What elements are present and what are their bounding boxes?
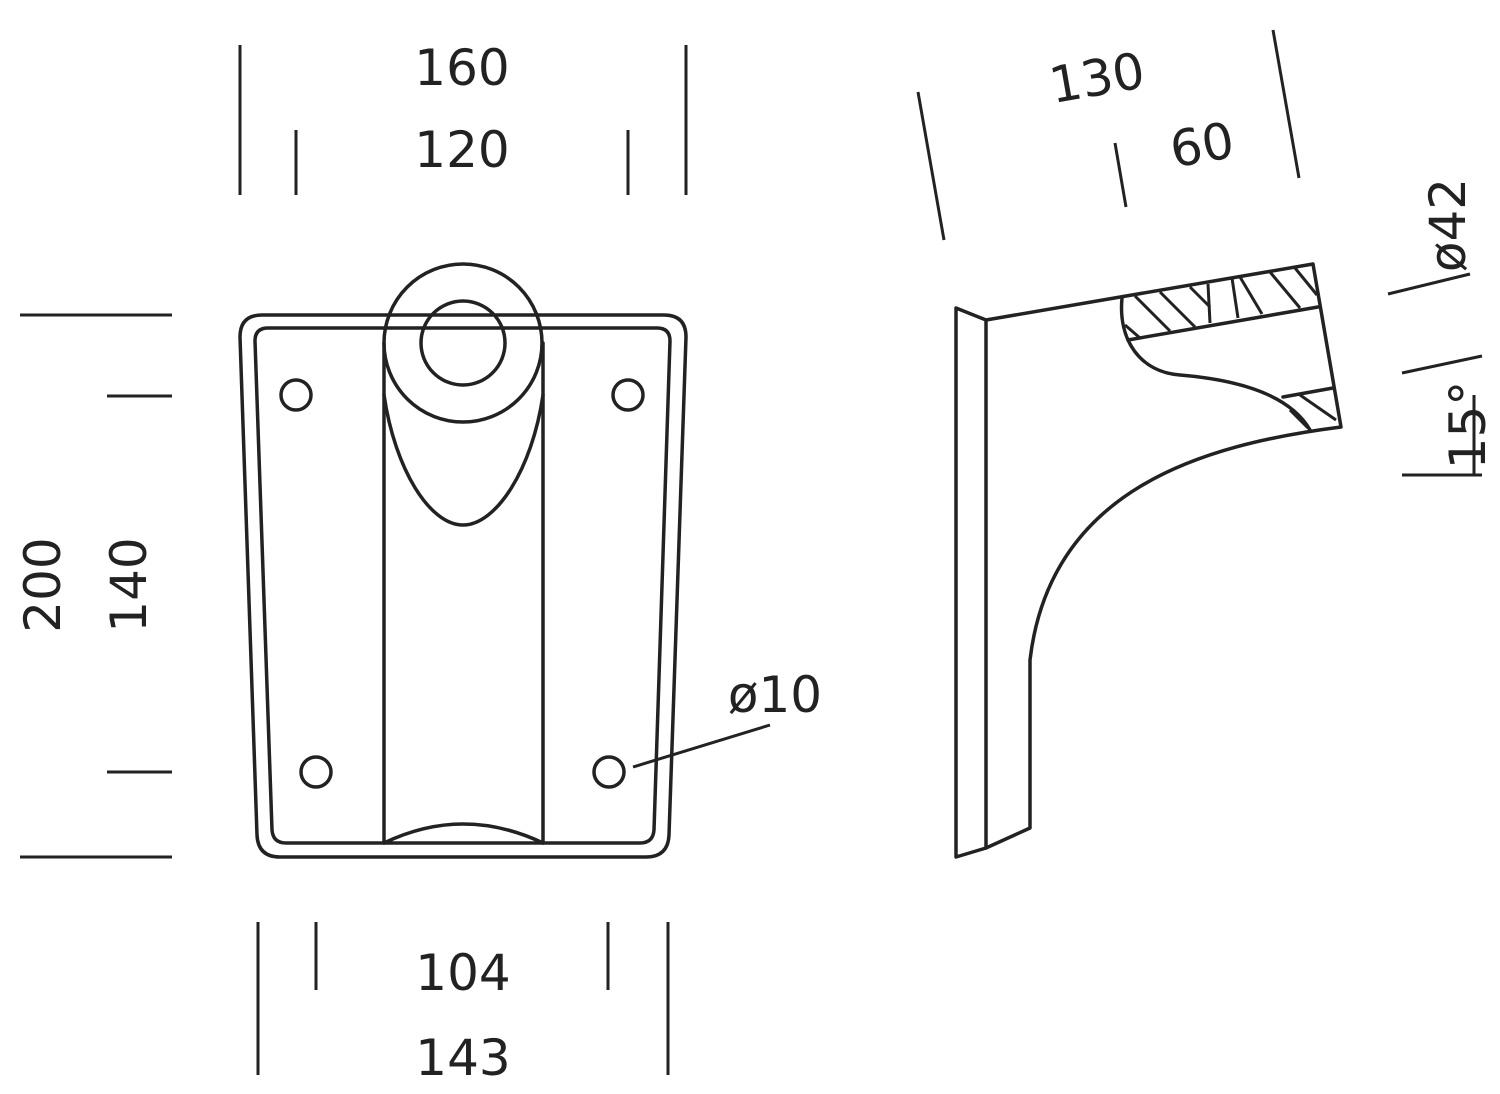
- bottom-inner-label: 104: [415, 944, 510, 1002]
- hole-diameter-label: ø10: [728, 666, 822, 724]
- width-outer-label: 160: [414, 39, 509, 97]
- outer-plate-outline: [238, 313, 688, 859]
- tube-bore-lower-line: [1281, 386, 1335, 399]
- side-view: 130 60 ø42 15°: [916, 29, 1497, 859]
- width-inner-label: 120: [414, 121, 509, 179]
- depth-total-label: 130: [1045, 41, 1149, 115]
- tube-inner-circle: [419, 299, 507, 387]
- wall-plate-side: [954, 306, 988, 859]
- angle-label: 15°: [1439, 381, 1497, 470]
- tube-outer-circle: [382, 262, 544, 424]
- front-view: ø10 160 120 200 140 104 143: [14, 39, 822, 1087]
- section-hatching: [1124, 267, 1337, 430]
- side-dimension-lines: [916, 29, 1483, 477]
- mount-hole: [592, 755, 626, 789]
- hole-leader-line: [632, 723, 771, 769]
- mount-hole: [279, 378, 313, 412]
- depth-part-label: 60: [1166, 111, 1239, 179]
- tube-diameter-label: ø42: [1419, 178, 1477, 272]
- tube-bore-line: [1126, 305, 1320, 342]
- mount-hole: [299, 755, 333, 789]
- inner-plate-outline: [253, 326, 672, 845]
- bottom-outer-label: 143: [415, 1029, 510, 1087]
- arm-curve: [382, 393, 545, 527]
- arm-bottom-curve: [382, 822, 545, 845]
- section-cut-curve: [1119, 296, 1312, 432]
- mount-hole: [611, 378, 645, 412]
- height-inner-label: 140: [100, 537, 158, 632]
- dimension-lines: [20, 45, 688, 1075]
- arm-side-outline: [984, 262, 1343, 850]
- height-outer-label: 200: [14, 537, 72, 632]
